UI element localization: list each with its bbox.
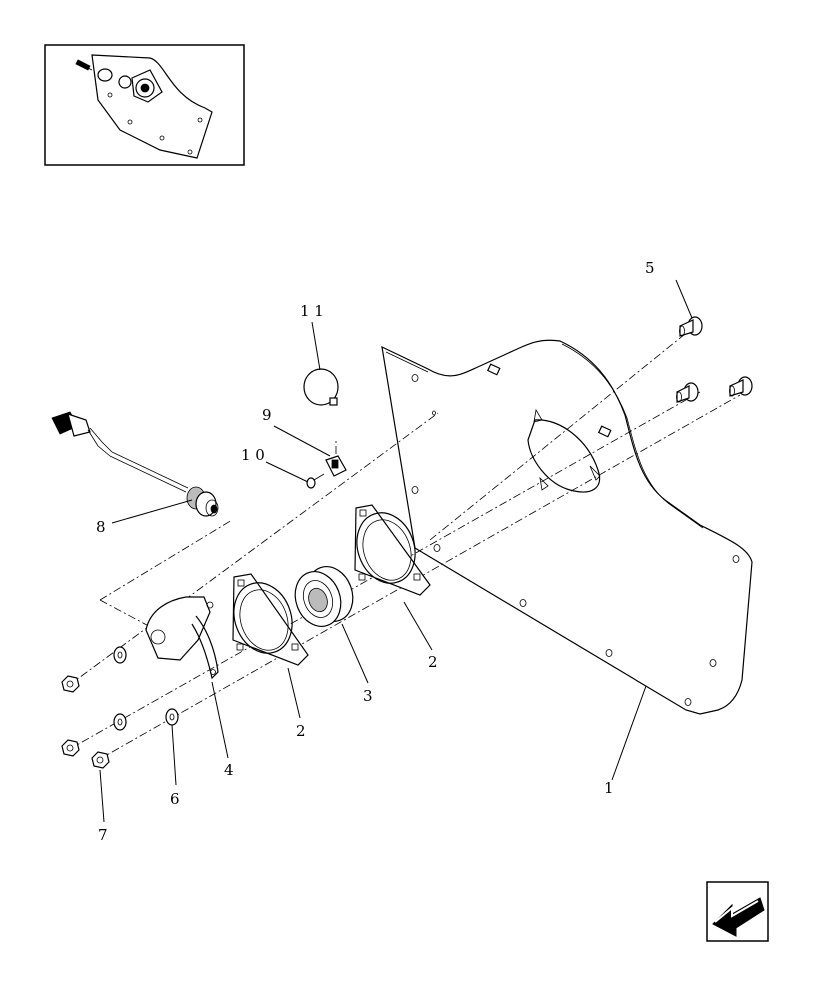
screw-part-10 (306, 473, 325, 489)
carriage-bolts-part-5 (676, 316, 753, 403)
cable-tie-part-11 (303, 368, 339, 406)
callout-11: 1 1 (300, 302, 324, 320)
clip-part-9 (325, 455, 347, 477)
callout-9: 9 (262, 406, 272, 424)
flange-part-2-front (232, 573, 309, 666)
nuts-part-7 (61, 675, 110, 769)
bracket-part-4 (145, 596, 219, 680)
leader-lines (99, 279, 693, 823)
sensor-part-8 (51, 411, 219, 517)
location-thumbnail (44, 44, 245, 166)
panel-part-1 (381, 339, 753, 715)
washers-part-6 (113, 646, 179, 731)
callout-labels: 1 2 2 3 4 5 6 7 8 9 1 0 1 1 (96, 259, 655, 844)
callout-6: 6 (170, 790, 180, 808)
bearing-part-3 (294, 566, 354, 627)
callout-8: 8 (96, 518, 106, 536)
callout-10: 1 0 (241, 446, 265, 464)
previous-page-button[interactable] (706, 881, 769, 942)
assembly-centerlines (67, 329, 741, 761)
callout-2-front: 2 (296, 722, 306, 740)
previous-page-arrow-icon (712, 897, 765, 937)
callout-7: 7 (98, 826, 108, 844)
callout-3: 3 (363, 687, 373, 705)
flange-part-2-rear (354, 504, 431, 596)
callout-5: 5 (645, 259, 655, 277)
callout-2-rear: 2 (428, 653, 438, 671)
callout-1: 1 (604, 779, 614, 797)
callout-4: 4 (224, 761, 234, 779)
